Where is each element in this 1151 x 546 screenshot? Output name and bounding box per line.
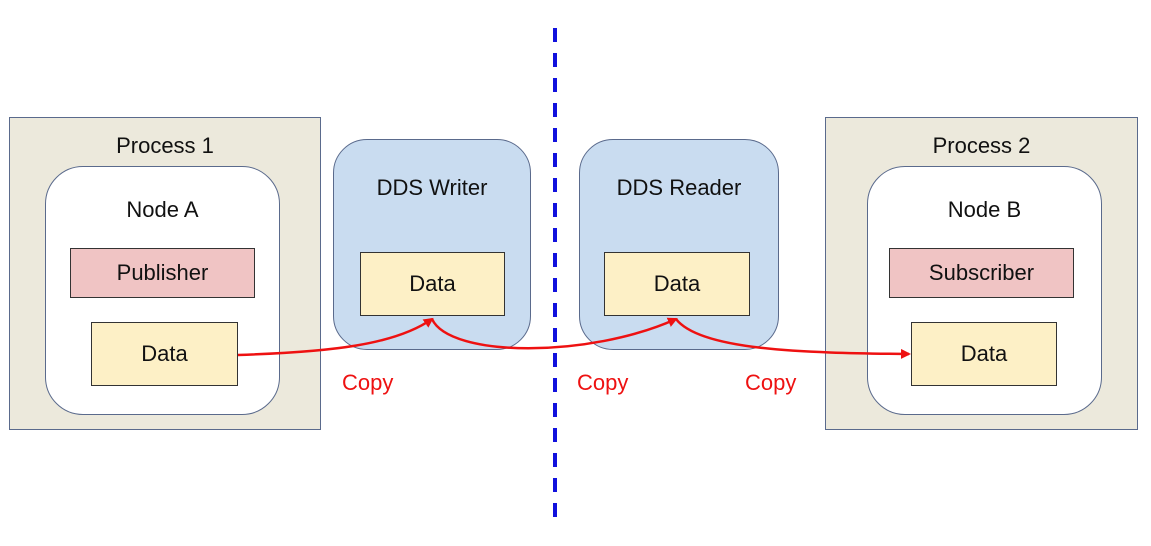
process-1-title: Process 1	[116, 133, 214, 158]
dds-reader-box	[579, 139, 779, 350]
copy-label-3: Copy	[745, 370, 797, 395]
node-b-data-box: Data	[911, 322, 1057, 386]
dds-writer-title: DDS Writer	[376, 175, 488, 200]
publisher-box: Publisher	[70, 248, 255, 298]
dds-reader-data-box: Data	[604, 252, 750, 316]
process-2-title: Process 2	[932, 133, 1031, 158]
copy-label-1: Copy	[342, 370, 394, 395]
node-b-title: Node B	[947, 197, 1022, 222]
dds-writer-box	[333, 139, 531, 350]
copy-label-2: Copy	[577, 370, 629, 395]
subscriber-box: Subscriber	[889, 248, 1074, 298]
node-a-data-box: Data	[91, 322, 238, 386]
node-a-title: Node A	[126, 197, 199, 222]
dds-reader-title: DDS Reader	[616, 175, 742, 200]
dds-writer-data-box: Data	[360, 252, 505, 316]
